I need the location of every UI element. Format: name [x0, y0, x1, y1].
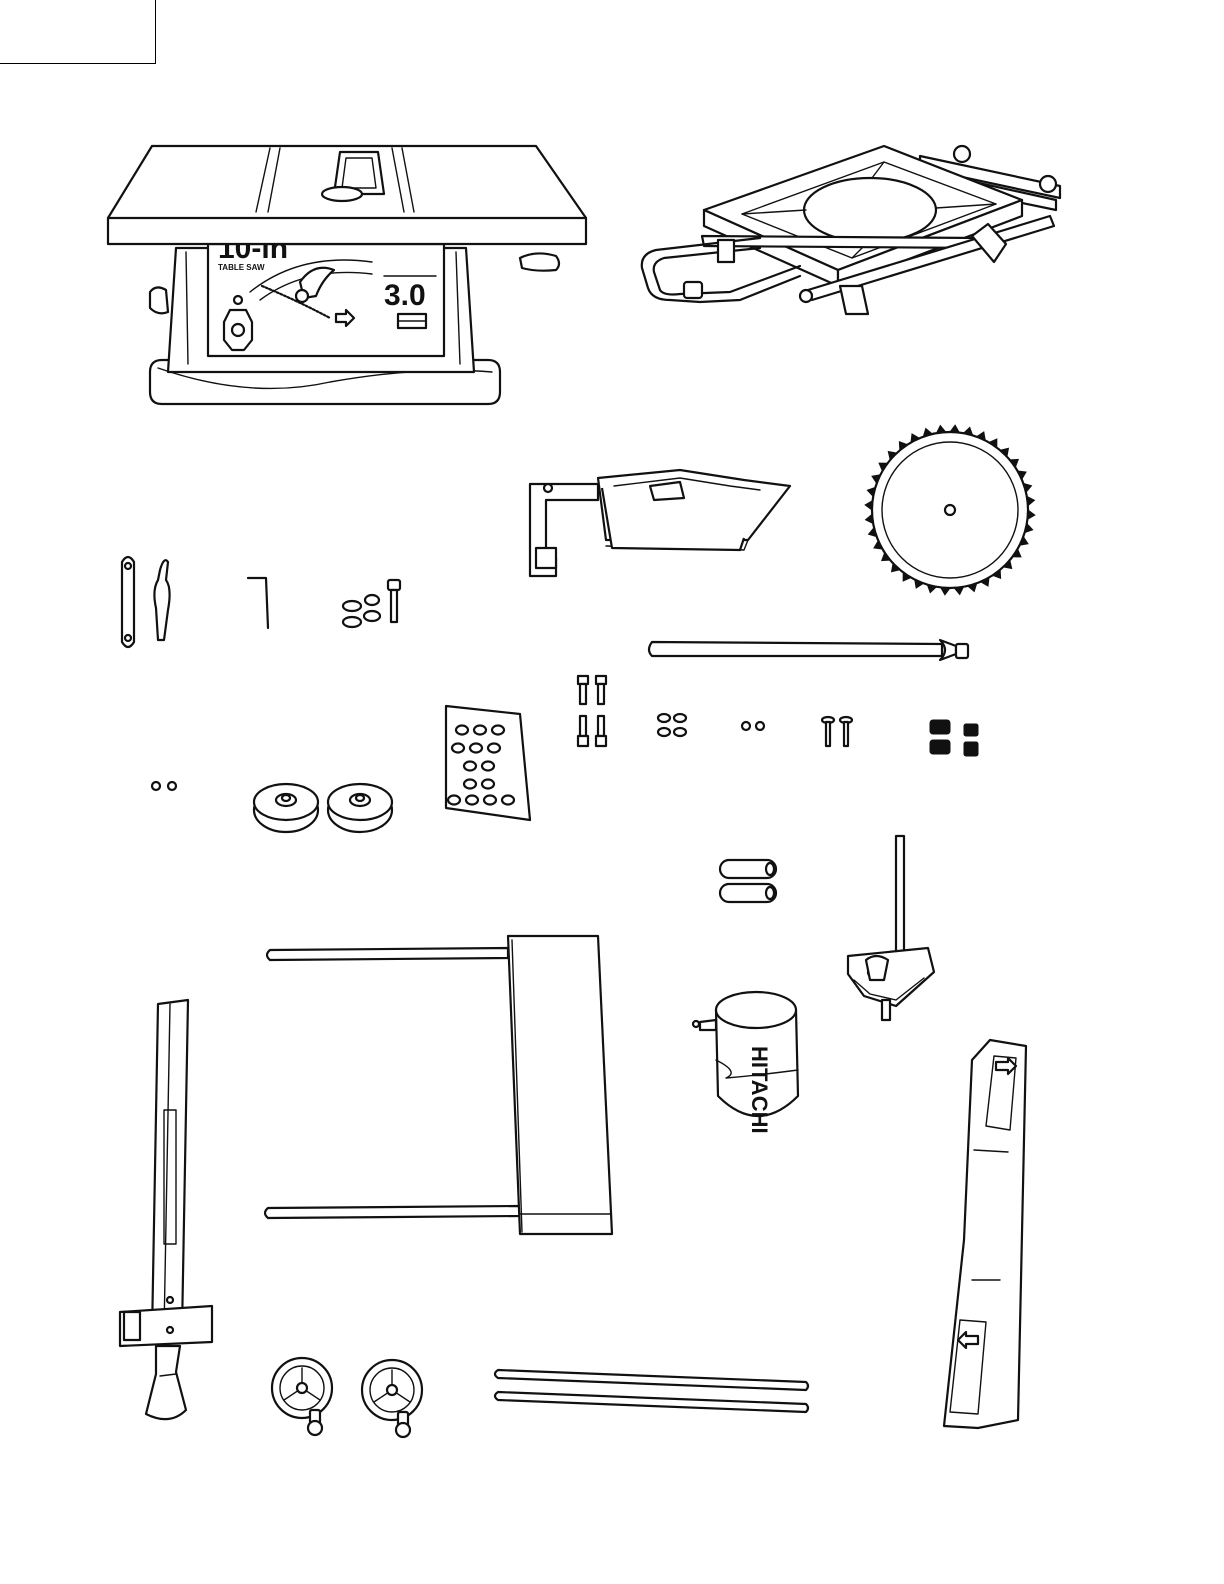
miter-gauge — [848, 836, 934, 1020]
arbor-wrenches — [122, 557, 170, 647]
fence-rod — [649, 640, 968, 660]
saw-blade — [865, 425, 1035, 595]
extension-table — [265, 936, 612, 1234]
batteries — [720, 860, 776, 902]
rip-fence — [120, 1000, 212, 1419]
dust-bag: HITACHI — [693, 992, 798, 1134]
carriage-bolts — [822, 717, 852, 746]
hex-bolts — [578, 676, 606, 746]
rubber-feet — [930, 720, 978, 756]
wheels — [254, 784, 392, 832]
hardware-blister-pack — [446, 706, 530, 820]
saw-type-label: TABLE SAW — [218, 263, 265, 272]
bolt-washer-set — [343, 580, 400, 627]
hex-nuts — [742, 722, 764, 730]
stand-frame — [642, 146, 1060, 314]
table-saw: 10-in TABLE SAW 3.0 — [108, 146, 586, 404]
fence-rail — [944, 1040, 1026, 1428]
saw-model-label: 3.0 — [384, 279, 426, 312]
hex-key — [248, 578, 268, 628]
blade-guard — [530, 470, 790, 576]
dust-bag-brand: HITACHI — [747, 1046, 772, 1134]
support-rods — [495, 1370, 808, 1412]
lock-knobs — [272, 1358, 422, 1437]
small-nuts — [152, 782, 176, 790]
washers — [658, 714, 686, 736]
